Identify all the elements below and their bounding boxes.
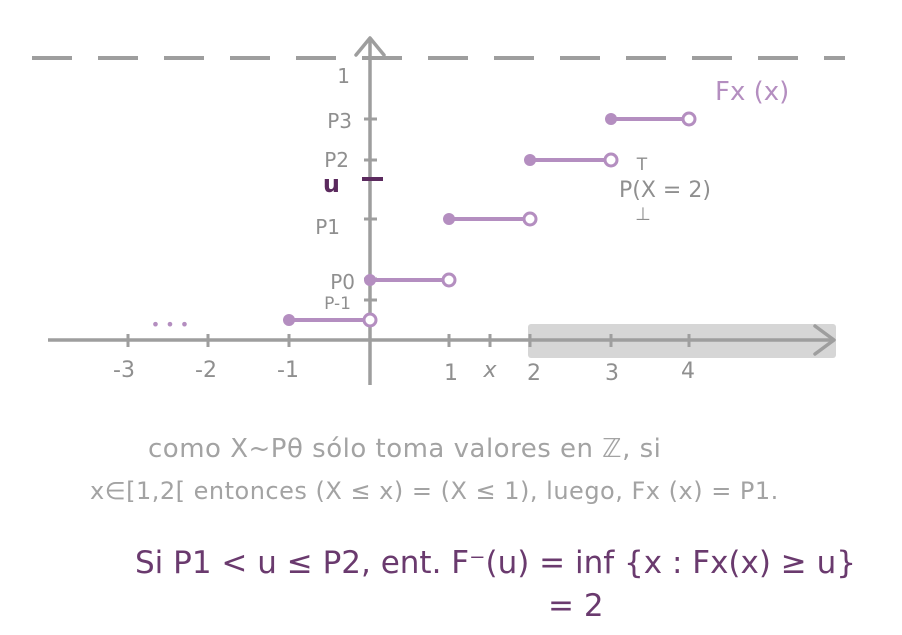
closed-point <box>524 154 536 166</box>
note-line-2: x∈[1,2[ entonces (X ≤ x) = (X ≤ 1), lueg… <box>90 477 779 505</box>
step-segments <box>289 117 686 322</box>
open-point <box>603 152 619 168</box>
jump-label: P(X = 2) <box>619 178 711 203</box>
x-tick-label: 3 <box>605 361 619 386</box>
closed-points <box>283 113 617 326</box>
open-point <box>522 211 538 227</box>
y-tick-label-p0: P0 <box>330 270 355 294</box>
y-tick-label-u: u <box>323 170 340 198</box>
note-line-1: como X~Pθ sólo toma valores en ℤ, si <box>148 434 662 464</box>
closed-point <box>605 113 617 125</box>
x-tick-label: -3 <box>113 358 135 383</box>
open-points <box>362 111 697 328</box>
x-tick-marks <box>126 334 691 347</box>
y-tick-label-p3: P3 <box>327 109 352 133</box>
y-tick-label-pm1: P-1 <box>324 294 351 314</box>
x-tick-label: x <box>482 358 497 383</box>
jump-top-mark: T <box>636 155 648 175</box>
x-axis-arrow <box>813 324 836 356</box>
x-tick-label: -2 <box>195 358 217 383</box>
y-tick-label-one: 1 <box>337 64 350 88</box>
y-axis-arrow <box>354 36 386 57</box>
closed-point <box>283 314 295 326</box>
x-tick-label: 4 <box>681 359 695 384</box>
open-point <box>362 312 378 328</box>
open-point <box>681 111 697 127</box>
x-tick-label: 1 <box>444 361 458 386</box>
open-point <box>441 272 457 288</box>
y-tick-label-p2: P2 <box>324 148 349 172</box>
ellipsis: • • • <box>151 315 189 334</box>
jump-bottom-mark: ⊥ <box>635 204 651 225</box>
conclusion-line-1: Si P1 < u ≤ P2, ent. F⁻(u) = inf {x : Fx… <box>135 545 857 581</box>
closed-point <box>443 213 455 225</box>
closed-point <box>364 274 376 286</box>
x-tick-label: -1 <box>277 358 299 383</box>
conclusion-line-2: = 2 <box>548 588 604 624</box>
function-label: Fx (x) <box>715 77 789 107</box>
y-tick-label-p1: P1 <box>315 215 340 239</box>
x-tick-label: 2 <box>527 361 541 386</box>
